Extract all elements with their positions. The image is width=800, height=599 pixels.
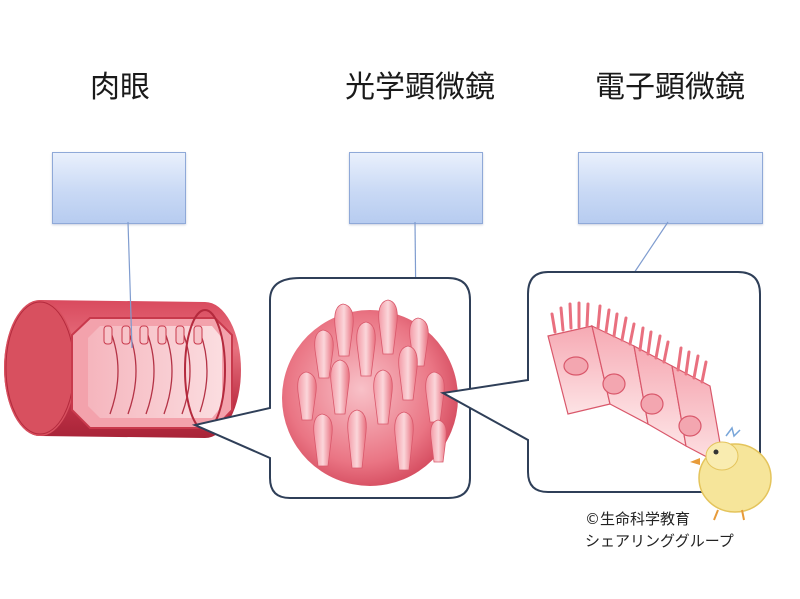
- leader-line-naked-eye: [127, 221, 133, 349]
- chick-mascot-logo: [690, 426, 772, 521]
- answer-box-electron-microscope[interactable]: [578, 152, 763, 224]
- copyright-line-1: ©生命科学教育: [585, 510, 691, 528]
- answer-box-light-microscope[interactable]: [349, 152, 483, 224]
- title-light-microscope: 光学顕微鏡: [345, 70, 495, 105]
- copyright-line-2: シェアリンググループ: [585, 532, 734, 550]
- title-naked-eye: 肉眼: [90, 70, 150, 105]
- light-microscope-frame: [191, 277, 471, 499]
- title-electron-microscope: 電子顕微鏡: [595, 70, 745, 105]
- electron-microscope-frame: [439, 271, 761, 493]
- intestine-tube: [4, 300, 241, 438]
- answer-box-naked-eye[interactable]: [52, 152, 186, 224]
